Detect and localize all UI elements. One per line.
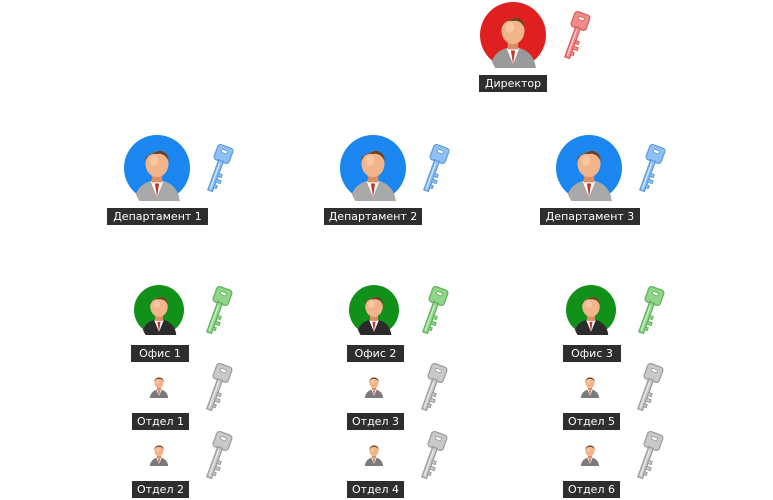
office-label: Офис 2 [347,345,404,362]
department-label: Департамент 3 [540,208,640,225]
key-red-icon [558,10,592,62]
key-gray-icon [631,362,665,414]
unit-label: Отдел 3 [347,413,404,430]
user-small-icon [362,442,386,466]
director-avatar-icon [480,2,546,68]
office-avatar-icon [566,285,616,335]
user-small-icon [147,374,171,398]
unit-label: Отдел 1 [132,413,189,430]
department-label: Департамент 1 [107,208,208,225]
user-small-icon [147,442,171,466]
key-blue-icon [633,143,667,195]
key-gray-icon [415,430,449,482]
key-gray-icon [200,362,234,414]
unit-label: Отдел 5 [563,413,620,430]
unit-label: Отдел 2 [132,481,189,498]
key-gray-icon [415,362,449,414]
office-label: Офис 3 [563,345,621,362]
user-small-icon [578,442,602,466]
department-avatar-icon [124,135,190,201]
key-gray-icon [200,430,234,482]
key-green-icon [416,285,450,337]
key-gray-icon [631,430,665,482]
unit-label: Отдел 4 [347,481,404,498]
office-label: Офис 1 [131,345,189,362]
key-blue-icon [201,143,235,195]
user-small-icon [578,374,602,398]
key-green-icon [632,285,666,337]
department-avatar-icon [556,135,622,201]
office-avatar-icon [349,285,399,335]
user-small-icon [362,374,386,398]
key-blue-icon [417,143,451,195]
key-green-icon [200,285,234,337]
office-avatar-icon [134,285,184,335]
director-label: Директор [479,75,547,92]
unit-label: Отдел 6 [563,481,620,498]
department-avatar-icon [340,135,406,201]
department-label: Департамент 2 [324,208,422,225]
